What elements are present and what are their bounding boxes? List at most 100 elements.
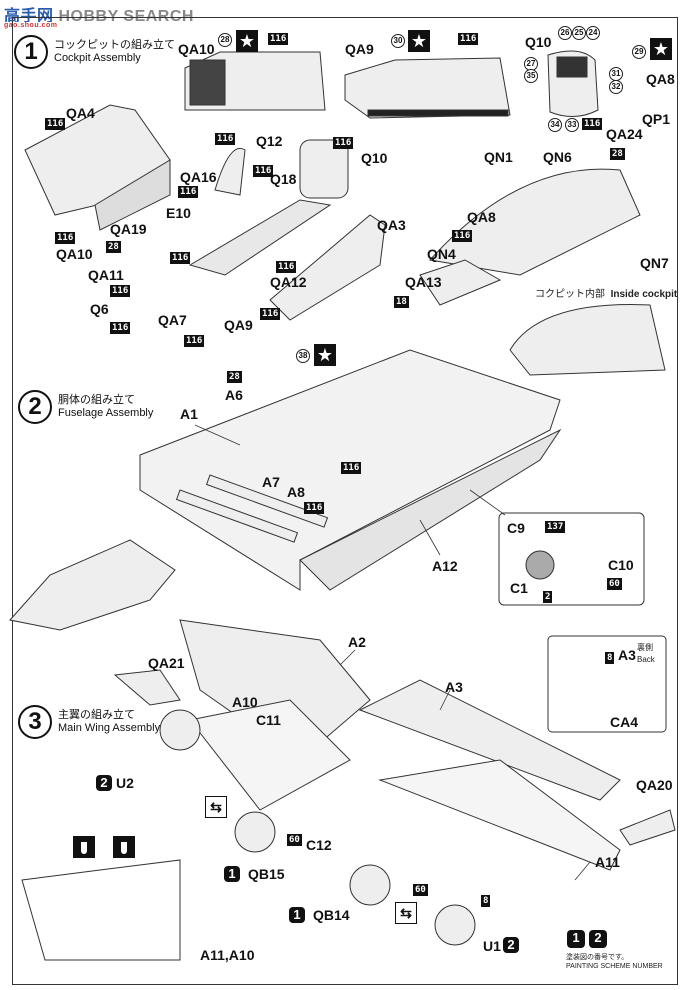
decal-35: 35 — [524, 69, 538, 83]
step-3-header: 3 主翼の組み立て Main Wing Assembly — [18, 705, 160, 739]
label-q10-panel: Q10 — [525, 34, 552, 50]
scheme-legend-2: 2 — [589, 930, 607, 948]
part-c1: C1 — [510, 580, 528, 596]
a11-a10-detail-drawing — [21, 859, 181, 961]
paint-8: 8 — [605, 652, 615, 664]
step-2-title-jp: 胴体の組み立て — [58, 394, 135, 406]
part-q6: Q6 — [90, 301, 109, 317]
seat-q12-drawing — [214, 147, 246, 196]
part-a8: A8 — [287, 484, 305, 500]
label-qa8-panel: QA8 — [646, 71, 675, 87]
part-qp1: QP1 — [642, 111, 671, 127]
a3-back-jp: 裏側 — [637, 643, 653, 652]
decal-32: 32 — [609, 80, 623, 94]
decal-28-qa10: 28 — [218, 33, 232, 47]
decal-27: 27 — [524, 57, 538, 71]
qa9-bottom-strip — [367, 109, 509, 117]
qn4-lower-drawing — [419, 259, 502, 306]
label-qa10-panel: QA10 — [178, 41, 215, 57]
leader-a11 — [574, 861, 591, 881]
paint-116-qa9: 116 — [458, 33, 479, 45]
step-3-title-jp: 主翼の組み立て — [58, 709, 135, 721]
paint-116: 116 — [333, 137, 354, 149]
paint-137: 137 — [545, 521, 566, 533]
watermark-url: gao.shou.com — [4, 22, 58, 29]
q10-armor-drawing — [299, 139, 349, 199]
watermark-text: HOBBY SEARCH — [58, 8, 194, 25]
step-2-number: 2 — [18, 390, 52, 424]
paint-116: 116 — [178, 186, 199, 198]
part-qa7: QA7 — [158, 312, 187, 328]
paint-116: 116 — [215, 133, 236, 145]
star-decal-icon: ★ — [408, 30, 430, 52]
nose-canopy-drawing — [429, 168, 641, 276]
paint-116-q10: 116 — [582, 118, 603, 130]
part-qa4: QA4 — [66, 105, 95, 121]
a3-back-en: Back — [637, 655, 655, 664]
scheme-legend-1: 1 — [567, 930, 585, 948]
step-3-number: 3 — [18, 705, 52, 739]
leader-a1 — [194, 424, 241, 446]
part-qn1: QN1 — [484, 149, 513, 165]
part-qa21: QA21 — [148, 655, 185, 671]
part-qn6: QN6 — [543, 149, 572, 165]
leader-a2 — [339, 649, 356, 666]
paint-116: 116 — [452, 230, 473, 242]
part-qn4: QN4 — [427, 246, 456, 262]
engine-u1-drawing — [434, 904, 476, 946]
paint-116: 116 — [341, 462, 362, 474]
scheme-2-badge: 2 — [96, 775, 112, 791]
decal-30-qa9: 30 — [391, 34, 405, 48]
part-c10: C10 — [608, 557, 634, 573]
a3-back-part: A3 — [618, 647, 636, 663]
step-1-number: 1 — [14, 35, 48, 69]
part-qa10: QA10 — [56, 246, 93, 262]
cockpit-floor-drawing — [188, 199, 332, 276]
paint-60: 60 — [287, 834, 302, 846]
step-2-title-en: Fuselage Assembly — [58, 407, 154, 419]
paint-116-qa10: 116 — [268, 33, 289, 45]
leader-a12 — [419, 519, 441, 556]
decal-33: 33 — [565, 118, 579, 132]
paint-28: 28 — [610, 148, 625, 160]
part-qa11: QA11 — [88, 267, 124, 283]
q10-gauges — [556, 56, 588, 78]
part-a6: A6 — [225, 387, 243, 403]
inside-cockpit-en: Inside cockpit — [610, 289, 678, 300]
wing-a11-drawing — [378, 759, 621, 871]
part-q10: Q10 — [361, 150, 388, 166]
inside-cockpit-caption: コクピット内部 Inside cockpit — [535, 290, 677, 300]
guide-tailwheel — [469, 489, 506, 516]
part-qb15: QB15 — [248, 866, 285, 882]
fuselage-front-drawing — [9, 539, 176, 631]
label-qa9-panel: QA9 — [345, 41, 374, 57]
part-qa3: QA3 — [377, 217, 406, 233]
paint-28: 28 — [106, 241, 121, 253]
part-q18: Q18 — [270, 171, 297, 187]
paint-116: 116 — [170, 252, 191, 264]
part-a2: A2 — [348, 634, 366, 650]
scheme-2-badge: 2 — [503, 937, 519, 953]
part-qa24: QA24 — [606, 126, 643, 142]
paint-116: 116 — [45, 118, 66, 130]
paint-60: 60 — [607, 578, 622, 590]
a3-back-inset-box — [547, 635, 667, 733]
tip-qa21-drawing — [113, 669, 181, 706]
paint-60: 60 — [413, 884, 428, 896]
swap-direction-icon: ⇆ — [205, 796, 227, 818]
drill-hole-icon — [113, 836, 135, 858]
qa3-fairing-drawing — [269, 214, 386, 321]
leader-a3 — [439, 689, 451, 711]
part-a11: A11 — [595, 854, 620, 870]
decal-24: 24 — [586, 26, 600, 40]
inside-cockpit-jp: コクピット内部 — [535, 289, 605, 300]
part-u2: U2 — [116, 775, 134, 791]
paint-116: 116 — [276, 261, 297, 273]
step-2-header: 2 胴体の組み立て Fuselage Assembly — [18, 390, 153, 424]
part-qa13: QA13 — [405, 274, 442, 290]
step-1-title-en: Cockpit Assembly — [54, 52, 141, 64]
part-qa16: QA16 — [180, 169, 217, 185]
paint-8: 8 — [481, 895, 491, 907]
scheme-1-badge: 1 — [224, 866, 240, 882]
